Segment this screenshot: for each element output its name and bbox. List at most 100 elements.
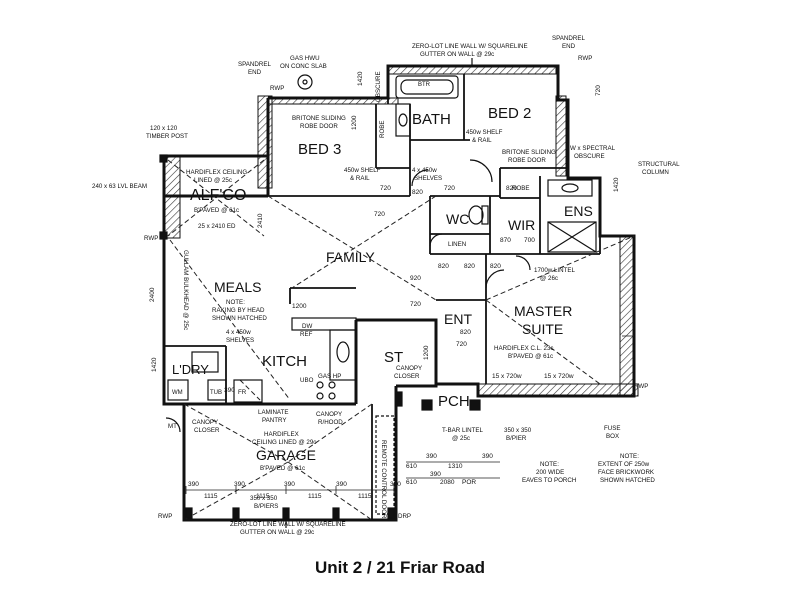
- dim-390-g: 390: [430, 471, 441, 478]
- note-lintel: 1700w LINTEL: [534, 267, 575, 274]
- dim-610-a: 610: [406, 463, 417, 470]
- note-gas-hwu: GAS HWU: [290, 55, 320, 62]
- room-kitch: KITCH: [262, 353, 307, 370]
- note-robe-bed2: ROBE: [512, 185, 530, 192]
- note-fuse-2: BOX: [606, 433, 619, 440]
- note-structural-2: COLUMN: [642, 169, 669, 176]
- note-bed3-shelf: 450w SHELF: [344, 167, 381, 174]
- dim-1420-w: 1420: [357, 71, 364, 86]
- room-ens: ENS: [564, 203, 593, 219]
- dim-870: 870: [500, 237, 511, 244]
- room-labels: BATH BED 2 BED 3 ALF'CO FAMILY MEALS KIT…: [172, 105, 593, 463]
- note-rwp-right: RWP: [634, 383, 648, 390]
- note-fuse: FUSE: [604, 425, 621, 432]
- note-hardiflex-alfco-4: 25 x 2410 ED: [198, 223, 236, 230]
- note-extent-2: EXTENT OF 250w: [598, 461, 650, 468]
- note-garage-hardiflex-3: B'PAVED @ 61c: [260, 465, 305, 472]
- note-meals-note-2: RAKING BY HEAD: [212, 307, 265, 314]
- note-canopy-rhood-2: R/HOOD: [318, 419, 343, 426]
- note-spectral-2: OBSCURE: [574, 153, 605, 160]
- floor-plan: BATH BED 2 BED 3 ALF'CO FAMILY MEALS KIT…: [92, 35, 680, 536]
- dim-1115-c: 1115: [308, 493, 322, 500]
- note-spectral: W x SPECTRAL: [570, 145, 616, 152]
- dim-720-bed3: 720: [380, 185, 391, 192]
- note-garage-hardiflex: HARDIFLEX: [264, 431, 299, 438]
- note-drp: DRP: [398, 513, 411, 520]
- note-zero-lot-bottom-2: GUTTER ON WALL @ 29c: [240, 529, 314, 536]
- note-bed2-shelf: 450w SHELF: [466, 129, 503, 136]
- dim-720-a: 720: [444, 185, 455, 192]
- dim-1200: 1200: [351, 115, 358, 130]
- note-rwp-left: RWP: [144, 235, 158, 242]
- dim-820-d: 820: [490, 263, 501, 270]
- label-btr: BTR: [418, 82, 431, 88]
- note-bed3-shelf-2: & RAIL: [350, 175, 370, 182]
- note-hardiflex-alfco-3: B'PAVED @ 61c: [194, 207, 239, 214]
- dim-1115-a: 1115: [204, 493, 218, 500]
- note-rwp-tr: RWP: [578, 55, 592, 62]
- note-bipiers-2: B/PIERS: [254, 503, 278, 510]
- note-hardiflex-alfco: HARDIFLEX CEILING: [186, 169, 247, 176]
- dim-1200-kitchen: 1200: [292, 303, 307, 310]
- note-master-hardiflex-2: B'PAVED @ 61c: [508, 353, 553, 360]
- note-canopy-rhood: CANOPY: [316, 411, 342, 418]
- note-bed3-robe-2: ROBE DOOR: [300, 123, 338, 130]
- note-laminate-pantry: LAMINATE: [258, 409, 288, 416]
- note-bipier-right: 350 x 350: [504, 427, 532, 434]
- note-garage-hardiflex-2: CEILING LINED @ 29c: [252, 439, 316, 446]
- note-bed2-robe-2: ROBE DOOR: [508, 157, 546, 164]
- room-bed2: BED 2: [488, 105, 531, 122]
- note-gas-hwu-2: ON CONC SLAB: [280, 63, 327, 70]
- note-meals-shelves: 4 x 450w: [226, 329, 251, 336]
- room-bath: BATH: [412, 111, 451, 128]
- note-lvl-beam: 240 x 63 LVL BEAM: [92, 183, 147, 190]
- label-tub: TUB: [210, 390, 222, 396]
- dim-2080: 2080: [440, 479, 455, 486]
- outer-walls: [162, 64, 636, 522]
- dim-390-c: 390: [284, 481, 295, 488]
- note-meals-note: NOTE:: [226, 299, 245, 306]
- fixtures: [159, 58, 597, 528]
- note-zero-lot-top-2: GUTTER ON WALL @ 29c: [420, 51, 494, 58]
- label-wm: WM: [172, 390, 183, 396]
- note-canopy-closer-right: CANOPY: [396, 365, 422, 372]
- note-meals-shelves-2: SHELVES: [226, 337, 254, 344]
- note-hardiflex-alfco-2: LINED @ 25c: [194, 177, 232, 184]
- room-meals: MEALS: [214, 279, 261, 295]
- plan-notes: ZERO-LOT LINE WALL W/ SQUARELINE GUTTER …: [92, 35, 680, 536]
- dim-1115-d: 1115: [358, 493, 372, 500]
- note-meals-note-3: SHOWN HATCHED: [212, 315, 267, 322]
- note-tbar: T-BAR LINTEL: [442, 427, 483, 434]
- note-bipiers: 350 x 350: [250, 495, 278, 502]
- note-tbar-2: @ 25c: [452, 435, 470, 442]
- note-obscure-top: OBSCURE: [375, 71, 382, 102]
- note-laminate-pantry-2: PANTRY: [262, 417, 287, 424]
- note-bed2-robe: BRITONE SLIDING: [502, 149, 556, 156]
- room-bed3: BED 3: [298, 141, 341, 158]
- note-master-hardiflex: HARDIFLEX C.L. 23c: [494, 345, 554, 352]
- room-wc: WC: [446, 211, 469, 227]
- plan-dimensions: 1200 720 820 820 820 820 820 720 720 720…: [149, 71, 620, 500]
- dim-720-c: 720: [456, 341, 467, 348]
- dim-720-wc: 720: [374, 211, 385, 218]
- note-rwp-tl: RWP: [270, 85, 284, 92]
- room-family: FAMILY: [326, 249, 375, 265]
- dim-15x720-a: 15 x 720w: [492, 373, 522, 380]
- note-timber-post: 120 x 120: [150, 125, 178, 132]
- note-linen-shelves-2: SHELVES: [414, 175, 442, 182]
- dim-390-h: 390: [224, 387, 235, 394]
- dim-15x720-b: 15 x 720w: [544, 373, 574, 380]
- dim-820-e: 820: [506, 185, 517, 192]
- dim-por: POR: [462, 479, 476, 486]
- dim-390-e: 390: [426, 453, 437, 460]
- dimension-lines: [185, 335, 634, 494]
- dim-720-top: 720: [595, 85, 602, 96]
- note-structural: STRUCTURAL: [638, 161, 680, 168]
- interior-walls: [164, 74, 601, 520]
- dim-1420: 1420: [151, 357, 158, 372]
- note-spandrel-left: SPANDREL: [238, 61, 271, 68]
- note-spandrel-right: SPANDREL: [552, 35, 585, 42]
- note-zero-lot-bottom: ZERO-LOT LINE WALL W/ SQUARELINE: [230, 521, 346, 528]
- dim-820-ent: 820: [460, 329, 471, 336]
- dim-720-b: 720: [410, 301, 421, 308]
